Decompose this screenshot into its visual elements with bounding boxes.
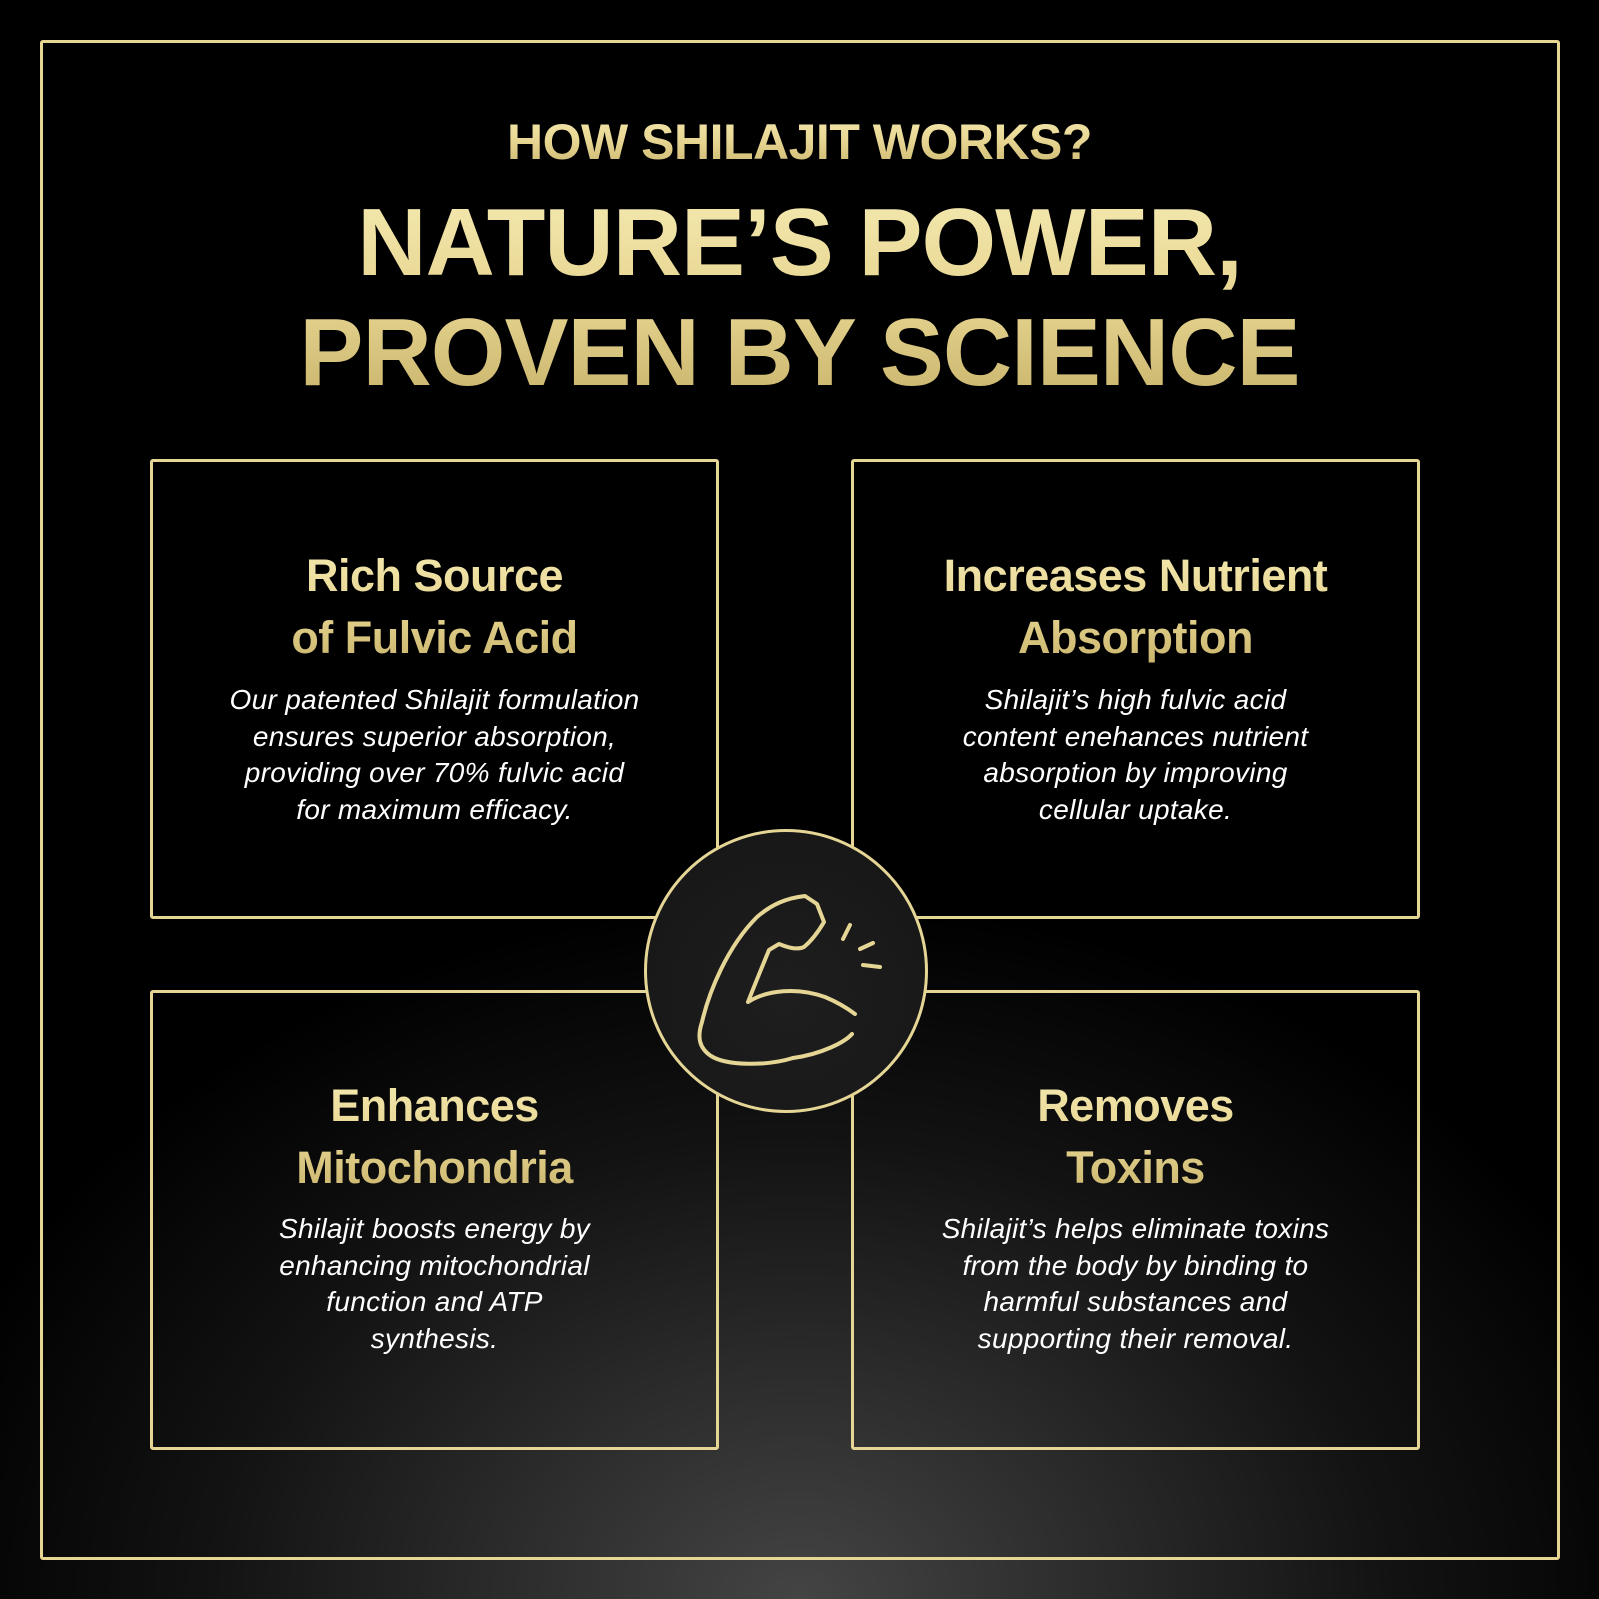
card-body-line: harmful substances and (983, 1286, 1288, 1317)
card-body-line: content enehances nutrient (962, 720, 1309, 752)
card-body-line: from the body by binding to (962, 1249, 1309, 1281)
card-title-line: of Fulvic Acid (291, 612, 578, 663)
card-title-line: Mitochondria (296, 1142, 573, 1193)
center-medallion (644, 829, 928, 1113)
card-title: Increases Nutrient Absorption (854, 545, 1417, 669)
card-title: Rich Source of Fulvic Acid (153, 545, 716, 669)
benefit-card-fulvic-acid: Rich Source of Fulvic Acid Our patented … (150, 459, 719, 919)
card-body-line: Shilajit boosts energy by (278, 1213, 590, 1244)
benefit-card-mitochondria: Enhances Mitochondria Shilajit boosts en… (150, 990, 719, 1450)
card-title-line: Removes (1037, 1080, 1234, 1131)
card-body-line: supporting their removal. (977, 1322, 1294, 1354)
card-body-line: Our patented Shilajit formulation (229, 684, 640, 715)
card-body-line: enhancing mitochondrial (279, 1249, 590, 1281)
card-body-line: providing over 70% fulvic acid (244, 757, 625, 788)
card-description: Shilajit’s high fulvic acid content eneh… (874, 682, 1397, 828)
card-body-line: absorption by improving (983, 757, 1288, 788)
card-title-line: Toxins (1066, 1142, 1205, 1193)
card-body-line: ensures superior absorption, (252, 720, 617, 752)
card-title-line: Enhances (330, 1080, 539, 1131)
card-body-line: for maximum efficacy. (296, 793, 573, 825)
flexed-bicep-icon (697, 894, 882, 1066)
card-description: Shilajit’s helps eliminate toxins from t… (874, 1211, 1397, 1357)
headline-line-2: PROVEN BY SCIENCE (299, 299, 1300, 406)
benefit-card-nutrient-absorption: Increases Nutrient Absorption Shilajit’s… (851, 459, 1420, 919)
card-title-line: Increases Nutrient (943, 550, 1328, 601)
outer-frame (40, 40, 1560, 1560)
card-title: Removes Toxins (854, 1075, 1417, 1199)
card-body-line: Shilajit’s helps eliminate toxins (941, 1213, 1330, 1244)
card-description: Shilajit boosts energy by enhancing mito… (173, 1211, 696, 1357)
headline-line-1: NATURE’S POWER, (357, 189, 1242, 296)
card-title-line: Absorption (1018, 612, 1253, 663)
card-description: Our patented Shilajit formulation ensure… (173, 682, 696, 828)
card-title-line: Rich Source (305, 550, 564, 601)
card-body-line: synthesis. (370, 1322, 499, 1354)
card-body-line: cellular uptake. (1038, 793, 1233, 825)
main-headline: NATURE’S POWER, PROVEN BY SCIENCE (0, 188, 1599, 408)
card-body-line: function and ATP (326, 1286, 543, 1317)
benefit-card-toxins: Removes Toxins Shilajit’s helps eliminat… (851, 990, 1420, 1450)
card-title: Enhances Mitochondria (153, 1075, 716, 1199)
card-body-line: Shilajit’s high fulvic acid (984, 684, 1287, 715)
kicker-heading: HOW SHILAJIT WORKS? (0, 112, 1599, 172)
